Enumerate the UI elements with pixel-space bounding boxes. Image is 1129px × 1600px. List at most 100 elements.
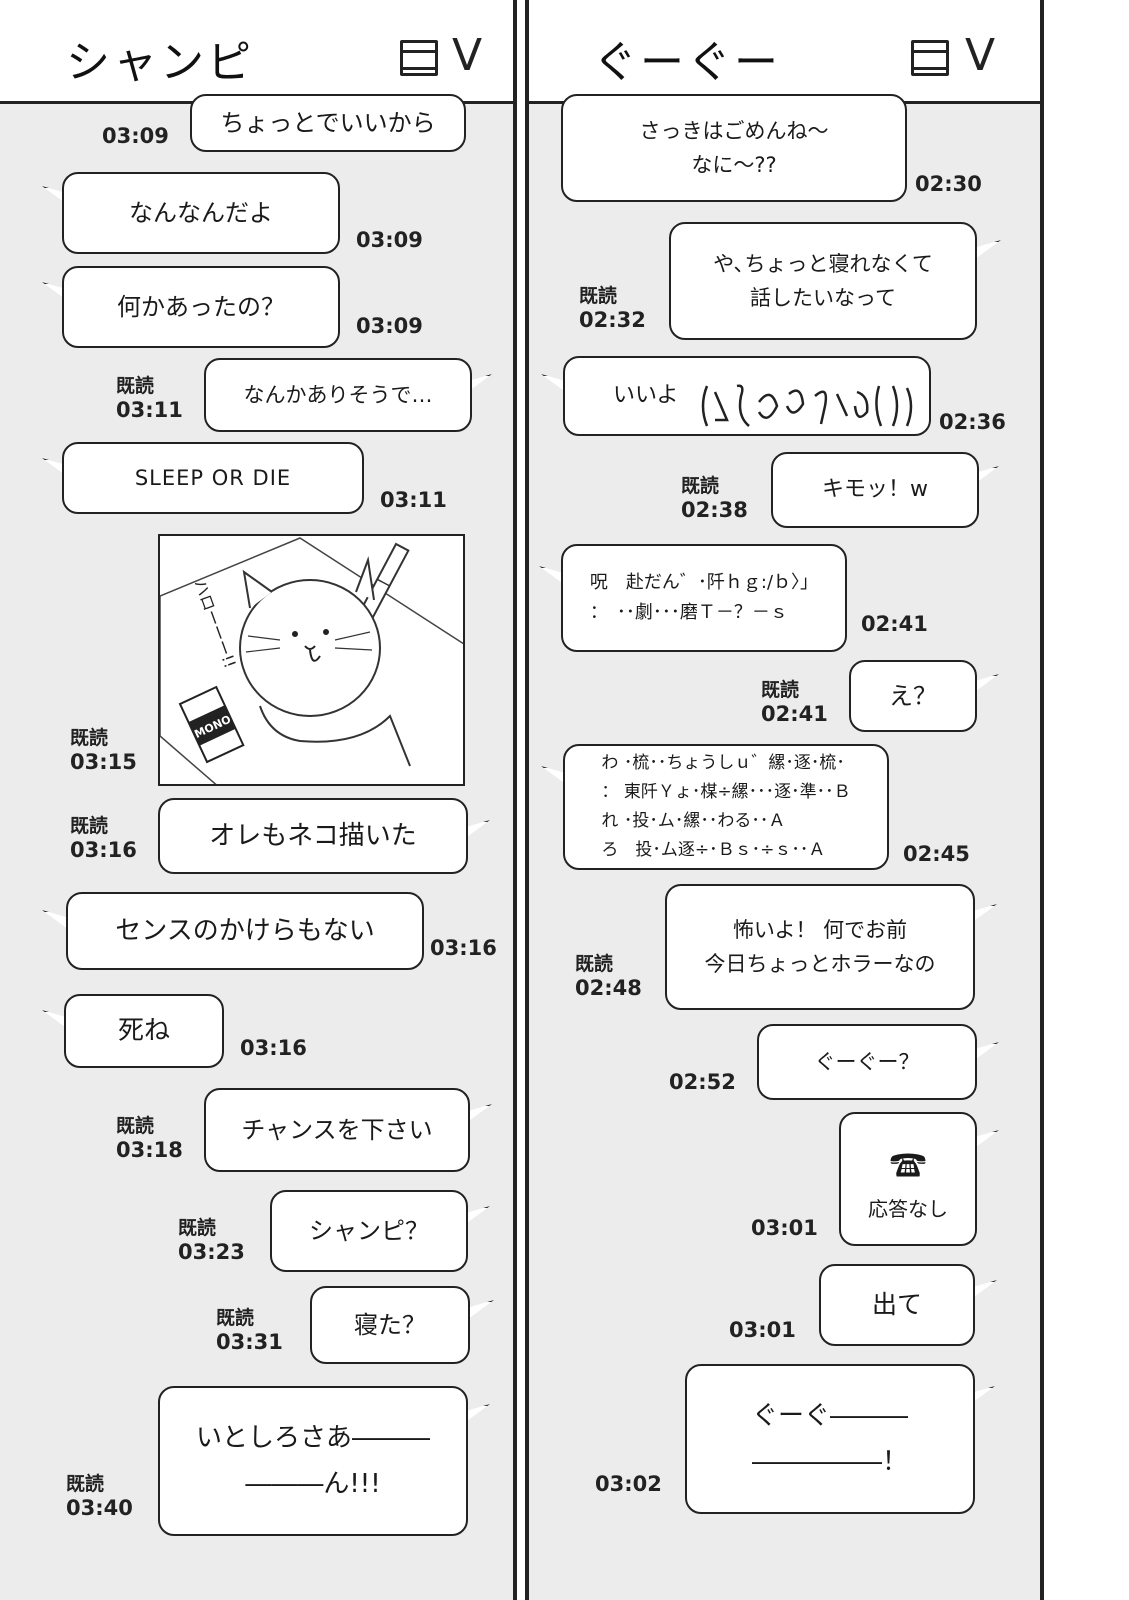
timestamp: 02:30	[915, 172, 982, 196]
read-receipt: 既読	[761, 679, 800, 701]
read-receipt: 既読	[70, 815, 109, 837]
timestamp: 02:41	[761, 702, 828, 726]
timestamp: 03:01	[729, 1318, 796, 1342]
message-meta: 03:16	[430, 936, 497, 960]
read-receipt: 既読	[116, 1115, 155, 1137]
list-icon[interactable]	[911, 40, 949, 76]
message-meta: 03:02	[595, 1472, 662, 1496]
message-meta: 03:01	[751, 1216, 818, 1240]
read-receipt: 既読	[66, 1473, 105, 1495]
read-receipt: 既読	[70, 727, 109, 749]
message-meta: 02:36	[939, 410, 1006, 434]
timestamp: 02:36	[939, 410, 1006, 434]
timestamp: 03:40	[66, 1496, 133, 1520]
timestamp: 03:01	[751, 1216, 818, 1240]
timestamp: 03:11	[116, 398, 183, 422]
message-bubble[interactable]: センスのかけらもない	[66, 892, 424, 970]
message-bubble[interactable]: 何かあったの？	[62, 266, 340, 348]
read-receipt: 既読	[681, 475, 720, 497]
message-bubble[interactable]: キモッ！w	[771, 452, 979, 528]
chat-panel-left: シャンピ V ちょっとでいいから 03:09 なんなんだよ 03:09 何かあっ…	[0, 0, 517, 1600]
timestamp: 03:16	[70, 838, 137, 862]
message-meta: 02:52	[669, 1070, 736, 1094]
chat-header: シャンピ V	[0, 0, 513, 104]
message-bubble[interactable]: オレもネコ描いた	[158, 798, 468, 874]
list-icon[interactable]	[400, 40, 438, 76]
call-status: 応答なし	[868, 1197, 948, 1221]
message-bubble[interactable]: ちょっとでいいから	[190, 94, 466, 152]
timestamp: 02:32	[579, 308, 646, 332]
timestamp: 02:41	[861, 612, 928, 636]
chat-header: ぐーぐー V	[529, 0, 1040, 104]
timestamp: 02:48	[575, 976, 642, 1000]
message-meta: 02:41	[861, 612, 928, 636]
timestamp: 02:45	[903, 842, 970, 866]
image-message[interactable]: ハローーー!! MONO	[158, 534, 465, 786]
message-bubble[interactable]: 呪 赴だん゛･阡ｈｇ:/ｂ〉」 ： ･･劇･･･磨Ｔ－？－ｓ	[561, 544, 847, 652]
call-bubble[interactable]: 🕿 応答なし	[839, 1112, 977, 1246]
message-bubble[interactable]: ぐーぐー？	[757, 1024, 977, 1100]
timestamp: 03:09	[102, 124, 169, 148]
message-meta: 03:09	[102, 124, 169, 148]
chevron-down-icon[interactable]: V	[965, 30, 996, 81]
message-bubble[interactable]: いとしろさあ――― ―――ん!!!	[158, 1386, 468, 1536]
timestamp: 03:23	[178, 1240, 245, 1264]
message-bubble[interactable]: 出て	[819, 1264, 975, 1346]
message-meta: 03:11	[380, 488, 447, 512]
scribble-emoticon	[701, 384, 913, 427]
message-bubble[interactable]: ぐーぐ――― ―――――！	[685, 1364, 975, 1514]
read-receipt: 既読	[116, 375, 155, 397]
timestamp: 03:16	[430, 936, 497, 960]
timestamp: 03:09	[356, 314, 423, 338]
contact-name: シャンピ	[66, 37, 254, 88]
message-bubble[interactable]: わ ･梳･･ちょうしｕ゛縲･逐･梳･ ： 東阡Ｙょ･楳÷縲･･･逐･準･･Ｂ れ…	[563, 744, 889, 870]
message-bubble[interactable]: 寝た？	[310, 1286, 470, 1364]
message-meta: 03:16	[240, 1036, 307, 1060]
message-meta: 03:09	[356, 314, 423, 338]
message-bubble[interactable]: SLEEP OR DIE	[62, 442, 364, 514]
timestamp: 03:02	[595, 1472, 662, 1496]
timestamp: 03:09	[356, 228, 423, 252]
message-meta: 03:09	[356, 228, 423, 252]
message-bubble[interactable]: や､ちょっと寝れなくて 話したいなって	[669, 222, 977, 340]
message-bubble[interactable]: え？	[849, 660, 977, 732]
read-receipt: 既読	[178, 1217, 217, 1239]
timestamp: 03:31	[216, 1330, 283, 1354]
drawing-handwriting: ハローーー!!	[190, 577, 240, 671]
chevron-down-icon[interactable]: V	[452, 30, 483, 81]
timestamp: 03:16	[240, 1036, 307, 1060]
message-bubble[interactable]: 怖いよ！ 何でお前 今日ちょっとホラーなの	[665, 884, 975, 1010]
message-bubble[interactable]: なんかありそうで…	[204, 358, 472, 432]
message-bubble[interactable]: なんなんだよ	[62, 172, 340, 254]
message-meta: 02:30	[915, 172, 982, 196]
timestamp: 02:38	[681, 498, 748, 522]
message-meta: 02:45	[903, 842, 970, 866]
phone-icon: 🕿	[888, 1134, 928, 1197]
message-bubble[interactable]: チャンスを下さい	[204, 1088, 470, 1172]
timestamp: 03:15	[70, 750, 137, 774]
read-receipt: 既読	[216, 1307, 255, 1329]
timestamp: 02:52	[669, 1070, 736, 1094]
message-meta: 03:01	[729, 1318, 796, 1342]
contact-name: ぐーぐー	[593, 37, 781, 88]
read-receipt: 既読	[575, 953, 614, 975]
timestamp: 03:18	[116, 1138, 183, 1162]
message-bubble[interactable]: 死ね	[64, 994, 224, 1068]
message-bubble[interactable]: さっきはごめんね～ なに～??	[561, 94, 907, 202]
timestamp: 03:11	[380, 488, 447, 512]
cat-drawing: ハローーー!! MONO	[160, 537, 463, 784]
read-receipt: 既読	[579, 285, 618, 307]
chat-panel-right: ぐーぐー V さっきはごめんね～ なに～?? 02:30 や､ちょっと寝れなくて…	[525, 0, 1044, 1600]
message-bubble[interactable]: シャンピ？	[270, 1190, 468, 1272]
